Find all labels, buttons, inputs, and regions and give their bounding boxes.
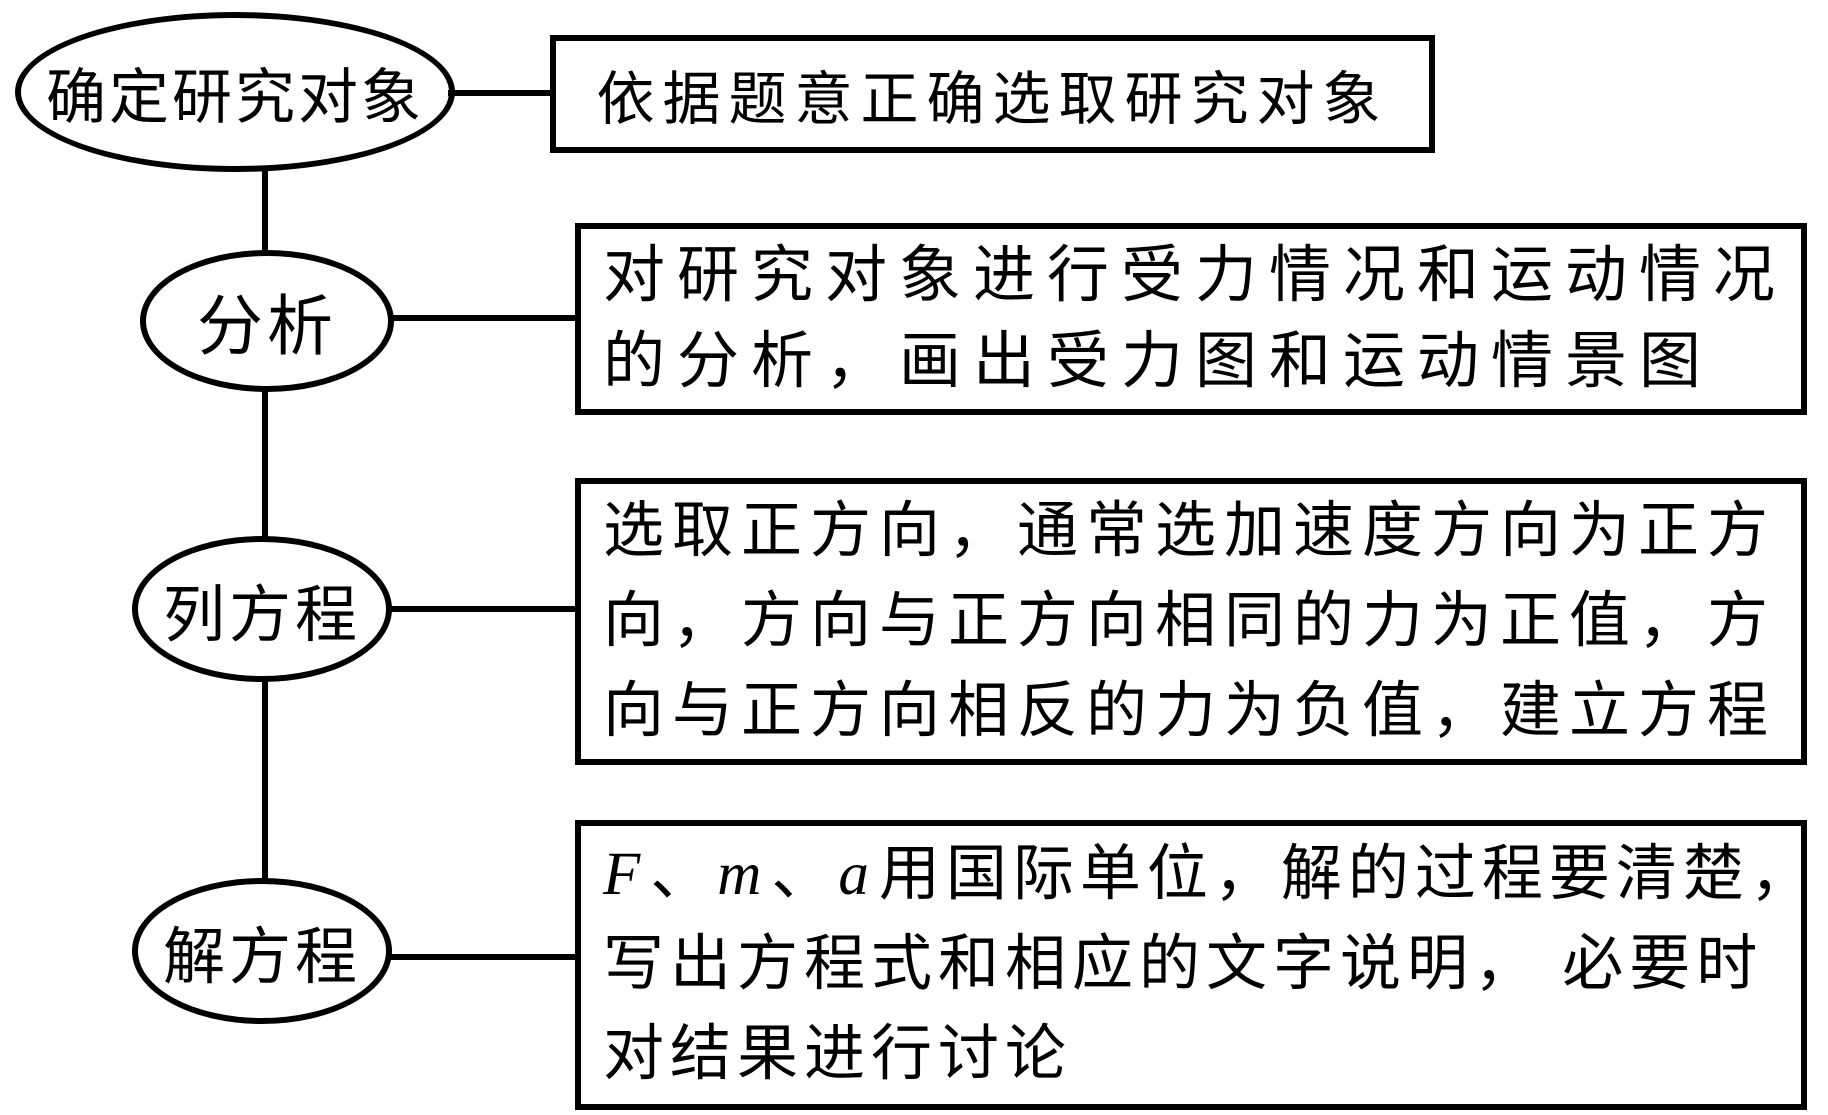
step-analyze-label: 分析 [197, 291, 337, 364]
connector-horizontal-1 [448, 90, 554, 96]
box-text-line: 对结果进行讨论 [603, 1010, 1779, 1100]
text-segment: 向与正方向相反的力为负值，建立方程 [603, 677, 1777, 745]
box-text-line: 依据题意正确选取研究对象 [556, 52, 1429, 136]
box-text-line: 向，方向与正方向相同的力为正值，方 [603, 577, 1779, 667]
step-solve-equations-label: 解方程 [162, 924, 361, 992]
note-determine-object: 依据题意正确选取研究对象 [550, 35, 1435, 153]
text-segment: 选取正方向，通常选加速度方向为正方 [603, 497, 1777, 565]
note-solve-equations: F、m、a用国际单位，解的过程要清楚， 写出方程式和相应的文字说明， 必要时对结果… [575, 820, 1811, 1110]
step-set-equations-label: 列方程 [162, 582, 361, 650]
math-symbol: a [838, 841, 875, 908]
box-text-line: 写出方程式和相应的文字说明， 必要时 [603, 920, 1779, 1010]
math-symbol: F [603, 841, 647, 908]
note-set-equations: 选取正方向，通常选加速度方向为正方向，方向与正方向相同的力为正值，方向与正方向相… [575, 478, 1807, 765]
connector-horizontal-2 [390, 315, 580, 321]
text-segment: 对研究对象进行受力情况和运动情况 [603, 242, 1788, 310]
math-symbol: m [717, 841, 768, 908]
box-text-line: 对研究对象进行受力情况和运动情况 [603, 233, 1779, 319]
connector-vertical-3 [262, 678, 268, 882]
text-segment: 向，方向与正方向相同的力为正值，方 [603, 587, 1777, 655]
connector-horizontal-4 [388, 954, 580, 960]
step-analyze: 分析 [140, 250, 394, 392]
box-text-line: 向与正方向相反的力为负值，建立方程 [603, 667, 1779, 757]
text-segment: 用国际单位，解的过程要清楚， [878, 841, 1817, 908]
box-text-line: 选取正方向，通常选加速度方向为正方 [603, 487, 1779, 577]
text-segment: 、 [650, 841, 718, 908]
step-determine-object: 确定研究对象 [15, 12, 455, 172]
box-text-line: F、m、a用国际单位，解的过程要清楚， [603, 830, 1811, 920]
text-segment: 对结果进行讨论 [603, 1021, 1073, 1088]
connector-horizontal-3 [388, 606, 580, 612]
text-segment: 依据题意正确选取研究对象 [596, 67, 1389, 132]
connector-vertical-2 [262, 388, 268, 540]
text-segment: 、 [771, 841, 839, 908]
step-set-equations: 列方程 [132, 536, 392, 682]
text-segment: 的分析，画出受力图和运动情景图 [603, 328, 1714, 396]
step-determine-object-label: 确定研究对象 [46, 64, 424, 131]
text-segment: 写出方程式和相应的文字说明， 必要时 [603, 931, 1764, 998]
note-analyze: 对研究对象进行受力情况和运动情况的分析，画出受力图和运动情景图 [575, 223, 1807, 415]
box-text-line: 的分析，画出受力图和运动情景图 [603, 319, 1779, 405]
connector-vertical-1 [262, 168, 268, 254]
step-solve-equations: 解方程 [132, 878, 392, 1024]
